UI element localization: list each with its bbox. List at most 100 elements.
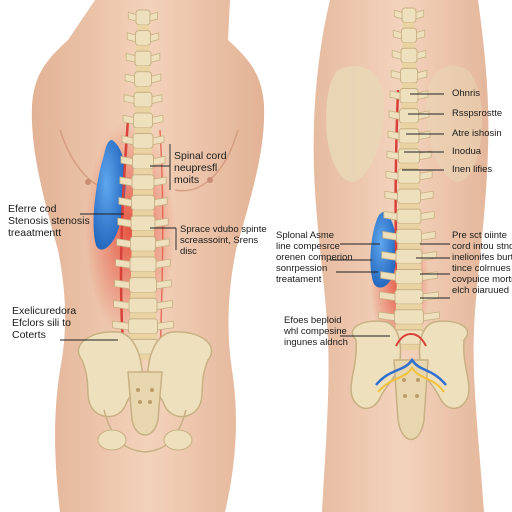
left-spine-vertebra [129,277,157,293]
right-spine-vertebra [396,228,422,245]
right-spine-vertebra [395,248,423,265]
left-spine-transverse-process [122,114,164,125]
left-spine-transverse-process [117,217,169,228]
left-spine-vertebra [130,235,156,252]
right-spine-vertebra [397,168,421,184]
right-spine-vertebra [399,87,419,104]
label-right-inen: Inen lifies [452,164,493,175]
right-spine-disc [402,62,416,69]
left-spine-disc [135,86,151,93]
right-scapula-left [326,65,385,182]
right-spine-vertebra [400,67,418,84]
left-spine-disc [129,354,157,360]
left-spine-disc [133,189,153,196]
left-spine-disc [134,127,152,134]
right-spine-vertebra [397,188,421,205]
left-spine-disc [132,210,154,216]
left-spine-transverse-process [112,320,174,331]
left-spine-transverse-process [126,32,160,43]
left-spine-vertebra [135,30,151,46]
left-spine-transverse-process [120,155,166,166]
right-spine-vertebra [401,7,417,23]
right-blue-region [370,212,397,288]
right-spine-transverse-process [384,190,434,201]
right-spine-disc [401,102,417,109]
right-spine-transverse-process [392,29,426,40]
right-spine-vertebra [399,108,419,124]
label-left-spinal-cord: Spinal cord neupresfl moits [174,150,227,186]
left-spine-vertebra [131,174,155,191]
right-spine-vertebra [401,27,417,44]
right-spine-disc [395,324,423,330]
label-left-exel: Exelicuredora Efclors sili to Coterts [12,305,77,341]
label-right-inodua: Inodua [452,146,482,157]
right-spine-disc [398,203,420,210]
right-spine-transverse-process [387,130,431,141]
label-right-splonal: Splonal Asme line compesrce orenen compe… [276,230,353,285]
right-spine-transverse-process [383,210,435,221]
right-pelvis [350,320,470,441]
left-spine-transverse-process [116,238,170,249]
left-spine-vertebra [128,297,158,314]
right-spine-disc [399,183,419,190]
left-spine-transverse-process [123,94,163,104]
right-spine-vertebra [398,128,420,144]
right-spine-disc [398,223,420,230]
right-spine-transverse-process [388,110,430,120]
left-spine-transverse-process [114,279,172,290]
left-spine-vertebra [135,9,151,26]
left-spine-disc [135,107,151,113]
left-spine-disc [133,168,153,175]
right-spine-disc [397,243,421,250]
right-spine-transverse-process [390,70,428,80]
left-spine-transverse-process [124,73,162,84]
label-right-ohnris: Ohnris [452,88,480,99]
left-spine-disc [136,66,150,72]
right-spine-disc [395,344,423,350]
label-right-rsspro: Rsspsrostte [452,108,503,119]
leader-lines [60,93,450,341]
right-spine-disc [400,123,418,129]
left-spine-disc [131,251,155,258]
right-spine-transverse-process [389,90,429,100]
right-spine-disc [403,22,415,29]
right-scapula-right [425,65,482,182]
left-spine-disc [129,333,157,340]
left-spine-vertebra [132,153,154,170]
left-spine-vertebra [134,50,152,67]
left-spine-vertebra [134,71,152,88]
left-spine-transverse-process [119,176,167,187]
right-spine-vertebra [400,47,418,64]
left-spine-transverse-process [118,197,168,207]
left-spine-transverse-process [121,135,165,146]
left-spine-transverse-process [127,11,159,22]
right-spine-transverse-process [382,230,436,241]
left-spine-disc [130,313,156,319]
left-spine-disc [132,230,154,237]
left-spine-disc [136,45,150,52]
right-spine-transverse-process [393,9,425,20]
right-spine-disc [396,304,422,310]
left-spine-disc [131,271,155,278]
right-spine-vertebra [396,208,422,225]
label-right-pre: Pre sct oiinte cord intou stnd inelionif… [452,230,512,296]
label-right-atre: Atre ishosin [452,128,502,139]
left-spine-vertebra [132,133,154,149]
left-pelvis [77,331,213,453]
right-spine-transverse-process [391,49,427,60]
label-right-efoes: Efoes beploid whl compesine ingunes aldn… [284,315,348,348]
right-spine-transverse-process [385,170,433,181]
left-spine-vertebra [129,256,157,273]
right-sacrum [393,359,429,441]
right-spine-vertebra [394,309,424,325]
label-left-stenosis: Eferre cod Stenosis stenosis treaatmentt [8,203,90,239]
right-spine-transverse-process [378,311,440,322]
label-left-disc: Sprace vdubo spinte screassoint, Srens d… [180,224,267,257]
right-spine-disc [397,263,421,270]
right-spine-vertebra [398,148,420,164]
left-spine-disc [130,292,156,299]
left-spine-vertebra [133,91,153,108]
right-spine-disc [399,163,419,169]
right-spine-disc [402,42,416,49]
